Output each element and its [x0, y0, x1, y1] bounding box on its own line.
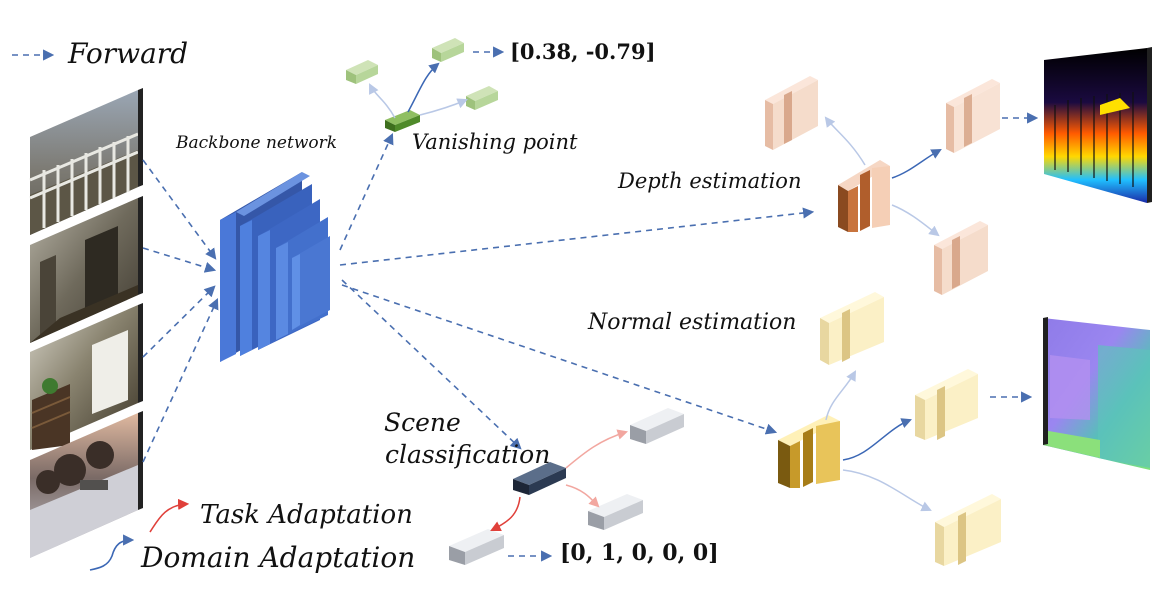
scene-classification-label-line2: classification [385, 440, 551, 469]
normal-head-branches [820, 292, 1001, 566]
input-image-fence [29, 88, 143, 235]
normal-head-active [778, 415, 840, 488]
depth-estimation-label: Depth estimation [618, 169, 802, 193]
legend-task-adaptation-label: Task Adaptation [200, 500, 413, 530]
depth-head-active [838, 160, 890, 232]
vanishing-point-head [346, 38, 498, 132]
normal-output-image [1043, 317, 1150, 470]
legend-curves [89, 498, 190, 571]
input-images [29, 88, 143, 558]
scene-classification-head [449, 408, 684, 565]
depth-estimation-head [765, 76, 1000, 295]
legend-domain-adaptation-label: Domain Adaptation [141, 541, 416, 574]
scene-head-branches [449, 408, 684, 565]
vp-head-branch [346, 38, 498, 110]
input-image-living-room [30, 303, 143, 450]
normal-estimation-head [778, 292, 1001, 566]
vp-head-active [385, 110, 420, 132]
scene-head-active [513, 462, 566, 495]
forward-arrows [12, 46, 1039, 562]
legend-forward-label: Forward [68, 37, 189, 70]
task-adaptation-legend-curve [149, 498, 190, 533]
input-image-street [30, 411, 143, 558]
vanishing-point-output: [0.38, -0.79] [510, 39, 656, 64]
scene-classification-label-line1: Scene [384, 408, 461, 437]
depth-head-branches [765, 76, 1000, 295]
normal-estimation-label: Normal estimation [588, 310, 797, 335]
domain-adaptation-legend-curve [89, 534, 135, 571]
vanishing-point-label: Vanishing point [412, 130, 578, 154]
scene-classification-output: [0, 1, 0, 0, 0] [560, 540, 719, 566]
backbone-network-block [220, 172, 330, 362]
depth-output-image [1044, 47, 1152, 203]
input-image-hallway [30, 196, 143, 343]
backbone-network-label: Backbone network [176, 133, 338, 153]
